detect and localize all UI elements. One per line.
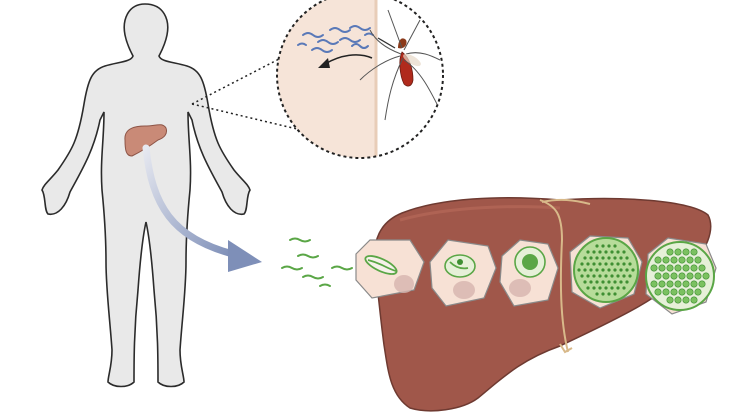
body-liver-icon	[124, 124, 167, 157]
schizont-nuclei	[577, 244, 635, 296]
zoom-line-bottom	[191, 103, 319, 135]
flow-arrow-shaft	[142, 144, 237, 258]
inset-border	[276, 0, 444, 159]
hepatocyte-stage-5	[645, 237, 717, 315]
mosquito-icon	[359, 9, 441, 121]
hepatocyte-stage-4	[569, 235, 643, 309]
falciform-ligament	[539, 199, 569, 353]
hepatocyte-stage-1	[355, 239, 425, 299]
zoom-line-top	[191, 57, 282, 105]
human-body-silhouette	[41, 3, 251, 388]
mosquito-bite-inset	[276, 0, 444, 159]
injection-arrow	[324, 54, 373, 65]
bloodstream-sporozoites	[281, 237, 353, 287]
skin-layer	[376, 0, 443, 158]
hepatocyte-stage-3	[499, 239, 559, 307]
merozoites	[650, 248, 710, 304]
sporozoite-cluster	[297, 25, 374, 53]
flow-arrow-head	[228, 240, 262, 272]
hepatocyte-stage-2	[429, 239, 497, 307]
